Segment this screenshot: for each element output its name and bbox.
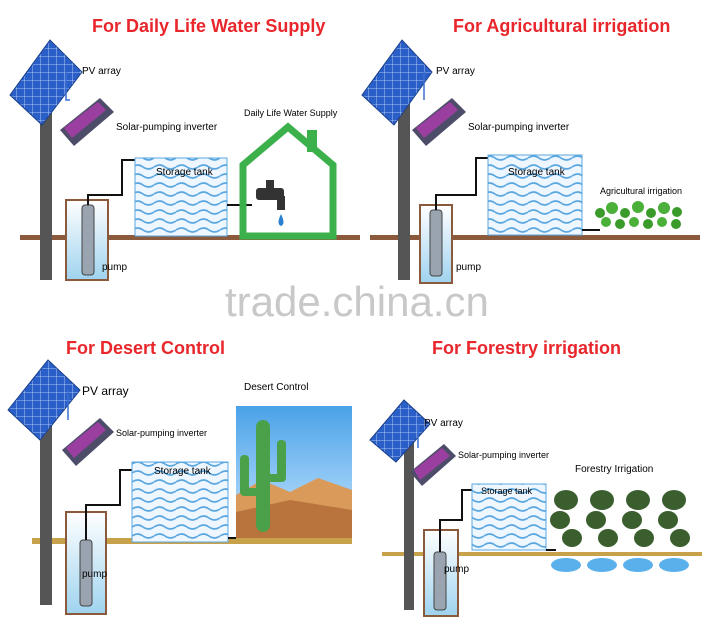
panel-desert <box>7 359 352 615</box>
desert-scene-image <box>236 406 352 538</box>
application-label: Desert Control <box>244 382 309 393</box>
storage-tank <box>131 461 229 543</box>
inverter-icon <box>60 98 114 146</box>
storage-tank-label: Storage tank <box>156 167 213 178</box>
pump-label: pump <box>444 564 470 575</box>
panel-daily-life <box>9 39 360 281</box>
inverter-icon <box>62 418 114 466</box>
pump-icon <box>433 551 447 611</box>
panel-title-desert: For Desert Control <box>66 338 226 358</box>
panel-title-agricultural: For Agricultural irrigation <box>453 16 671 36</box>
pump-icon <box>429 209 443 277</box>
inverter-label: Solar-pumping inverter <box>116 122 218 133</box>
storage-tank <box>134 157 228 237</box>
inverter-label: Solar-pumping inverter <box>468 122 570 133</box>
pv-array-label: PV array <box>82 384 129 398</box>
application-label: Agricultural irrigation <box>600 186 683 196</box>
support-pole <box>40 410 52 605</box>
pv-array-label: PV array <box>424 418 463 429</box>
inverter-label: Solar-pumping inverter <box>458 450 550 460</box>
panel-title-forestry: For Forestry irrigation <box>432 338 622 358</box>
solar-panel-icon <box>361 39 433 126</box>
faucet-icon <box>256 180 285 226</box>
pump-icon <box>81 204 95 276</box>
support-pole <box>398 100 410 280</box>
support-pole <box>404 440 414 610</box>
pump-label: pump <box>82 569 108 580</box>
trees-icon <box>550 490 690 572</box>
cactus-icon <box>240 420 286 532</box>
storage-tank <box>471 483 547 551</box>
solar-panel-icon <box>7 359 81 441</box>
storage-tank-label: Storage tank <box>508 167 565 178</box>
application-label: Forestry Irrigation <box>575 464 654 475</box>
application-label: Daily Life Water Supply <box>244 108 338 118</box>
pump-label: pump <box>102 262 128 273</box>
inverter-icon <box>412 98 466 146</box>
house-icon <box>239 122 337 240</box>
pump-label: pump <box>456 262 482 273</box>
ground-line <box>20 235 360 240</box>
inverter-icon <box>410 444 456 486</box>
panel-title-daily-life: For Daily Life Water Supply <box>92 16 326 36</box>
storage-tank <box>487 154 583 236</box>
crop-plants-icon <box>595 201 682 229</box>
pv-array-label: PV array <box>436 66 475 77</box>
inverter-label: Solar-pumping inverter <box>116 428 208 438</box>
panel-agricultural <box>361 39 700 284</box>
ground-line <box>382 552 702 556</box>
ground-line <box>370 235 700 240</box>
storage-tank-label: Storage tank <box>154 466 211 477</box>
storage-tank-label: Storage tank <box>481 486 533 496</box>
support-pole <box>40 100 52 280</box>
solar-panel-icon <box>369 399 431 463</box>
solar-panel-icon <box>9 39 83 126</box>
panel-forestry <box>369 399 702 617</box>
pv-array-label: PV array <box>82 66 121 77</box>
watermark: trade.china.cn <box>225 278 489 325</box>
